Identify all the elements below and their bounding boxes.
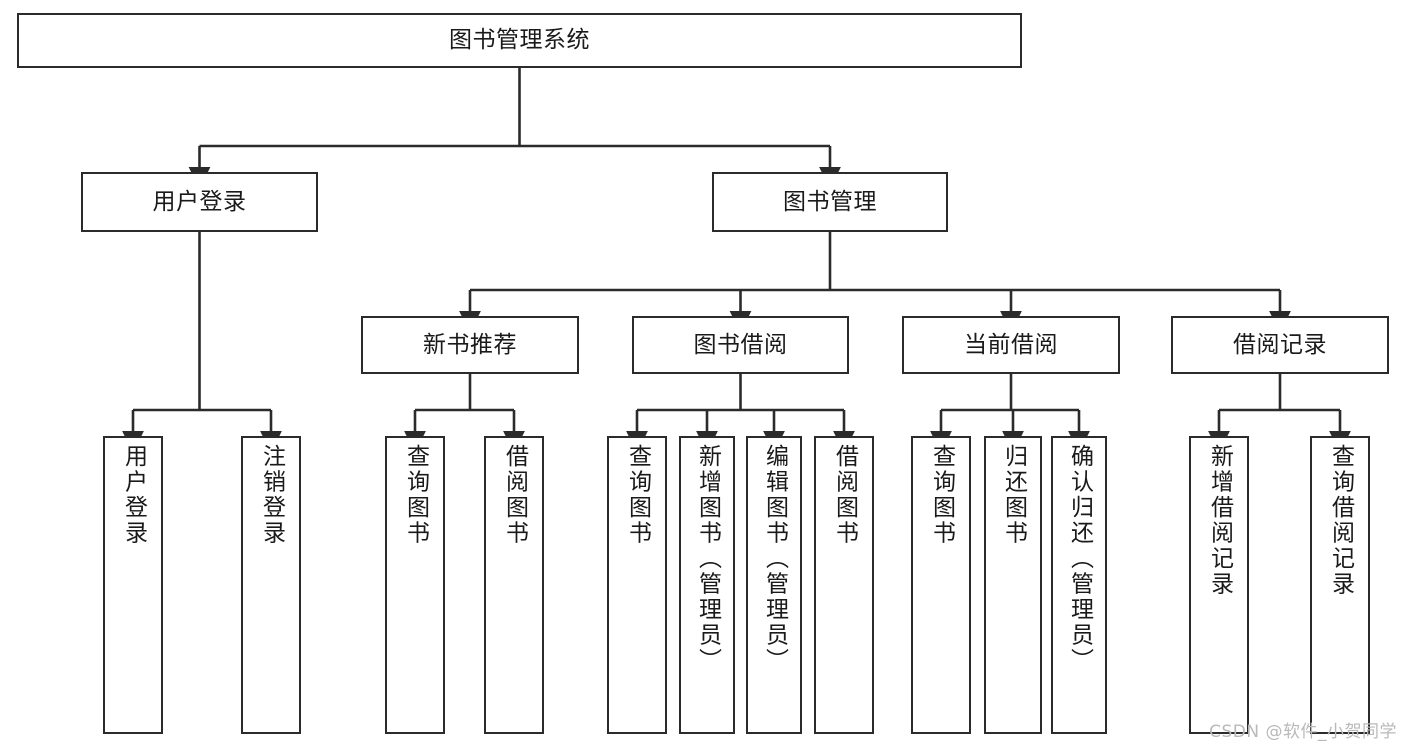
- node-label-leaf-query-borrow-record: 查询借阅记录: [1327, 444, 1354, 597]
- node-label-leaf-add-book-admin: 新增图书（管理员）: [694, 444, 721, 674]
- node-label-leaf-confirm-return-admin: 确认归还（管理员）: [1066, 444, 1093, 674]
- node-leaf-logout[interactable]: 注销登录: [241, 436, 301, 734]
- node-user-login[interactable]: 用户登录: [81, 172, 318, 232]
- node-book-manage[interactable]: 图书管理: [712, 172, 948, 232]
- node-leaf-query-book-cur[interactable]: 查询图书: [911, 436, 971, 734]
- node-label-leaf-add-borrow-record: 新增借阅记录: [1206, 444, 1233, 597]
- node-leaf-add-book-admin[interactable]: 新增图书（管理员）: [679, 436, 735, 734]
- node-borrow-record[interactable]: 借阅记录: [1171, 316, 1389, 374]
- node-leaf-add-borrow-record[interactable]: 新增借阅记录: [1189, 436, 1249, 734]
- node-current-borrow[interactable]: 当前借阅: [902, 316, 1120, 374]
- node-leaf-query-book-rec[interactable]: 查询图书: [385, 436, 445, 734]
- node-label-current-borrow: 当前借阅: [964, 331, 1058, 358]
- node-label-leaf-query-book-rec: 查询图书: [402, 444, 429, 546]
- node-leaf-query-book-borrow[interactable]: 查询图书: [607, 436, 667, 734]
- node-leaf-return-book[interactable]: 归还图书: [984, 436, 1042, 734]
- node-label-book-manage: 图书管理: [783, 188, 877, 215]
- node-label-user-login: 用户登录: [152, 188, 247, 215]
- node-new-book-rec[interactable]: 新书推荐: [361, 316, 579, 374]
- node-leaf-borrow-book[interactable]: 借阅图书: [814, 436, 874, 734]
- node-label-leaf-query-book-borrow: 查询图书: [624, 444, 651, 546]
- node-root[interactable]: 图书管理系统: [17, 13, 1022, 68]
- node-label-leaf-user-login: 用户登录: [120, 444, 147, 546]
- watermark-text: CSDN @软件_小贺同学: [1209, 722, 1397, 742]
- node-label-leaf-edit-book-admin: 编辑图书（管理员）: [761, 444, 788, 674]
- node-leaf-edit-book-admin[interactable]: 编辑图书（管理员）: [746, 436, 802, 734]
- node-label-leaf-borrow-book: 借阅图书: [831, 444, 858, 546]
- node-leaf-confirm-return-admin[interactable]: 确认归还（管理员）: [1051, 436, 1107, 734]
- node-label-new-book-rec: 新书推荐: [423, 331, 517, 358]
- node-label-leaf-logout: 注销登录: [258, 444, 285, 546]
- node-label-root: 图书管理系统: [449, 27, 590, 54]
- node-label-leaf-query-book-cur: 查询图书: [928, 444, 955, 546]
- node-leaf-query-borrow-record[interactable]: 查询借阅记录: [1310, 436, 1370, 734]
- node-label-book-borrow: 图书借阅: [693, 331, 788, 358]
- node-leaf-user-login[interactable]: 用户登录: [103, 436, 163, 734]
- node-leaf-borrow-book-rec[interactable]: 借阅图书: [484, 436, 544, 734]
- node-label-leaf-borrow-book-rec: 借阅图书: [501, 444, 528, 546]
- node-book-borrow[interactable]: 图书借阅: [632, 316, 849, 374]
- node-label-leaf-return-book: 归还图书: [1000, 444, 1027, 546]
- node-label-borrow-record: 借阅记录: [1233, 331, 1327, 358]
- edges-group: [122, 68, 1351, 454]
